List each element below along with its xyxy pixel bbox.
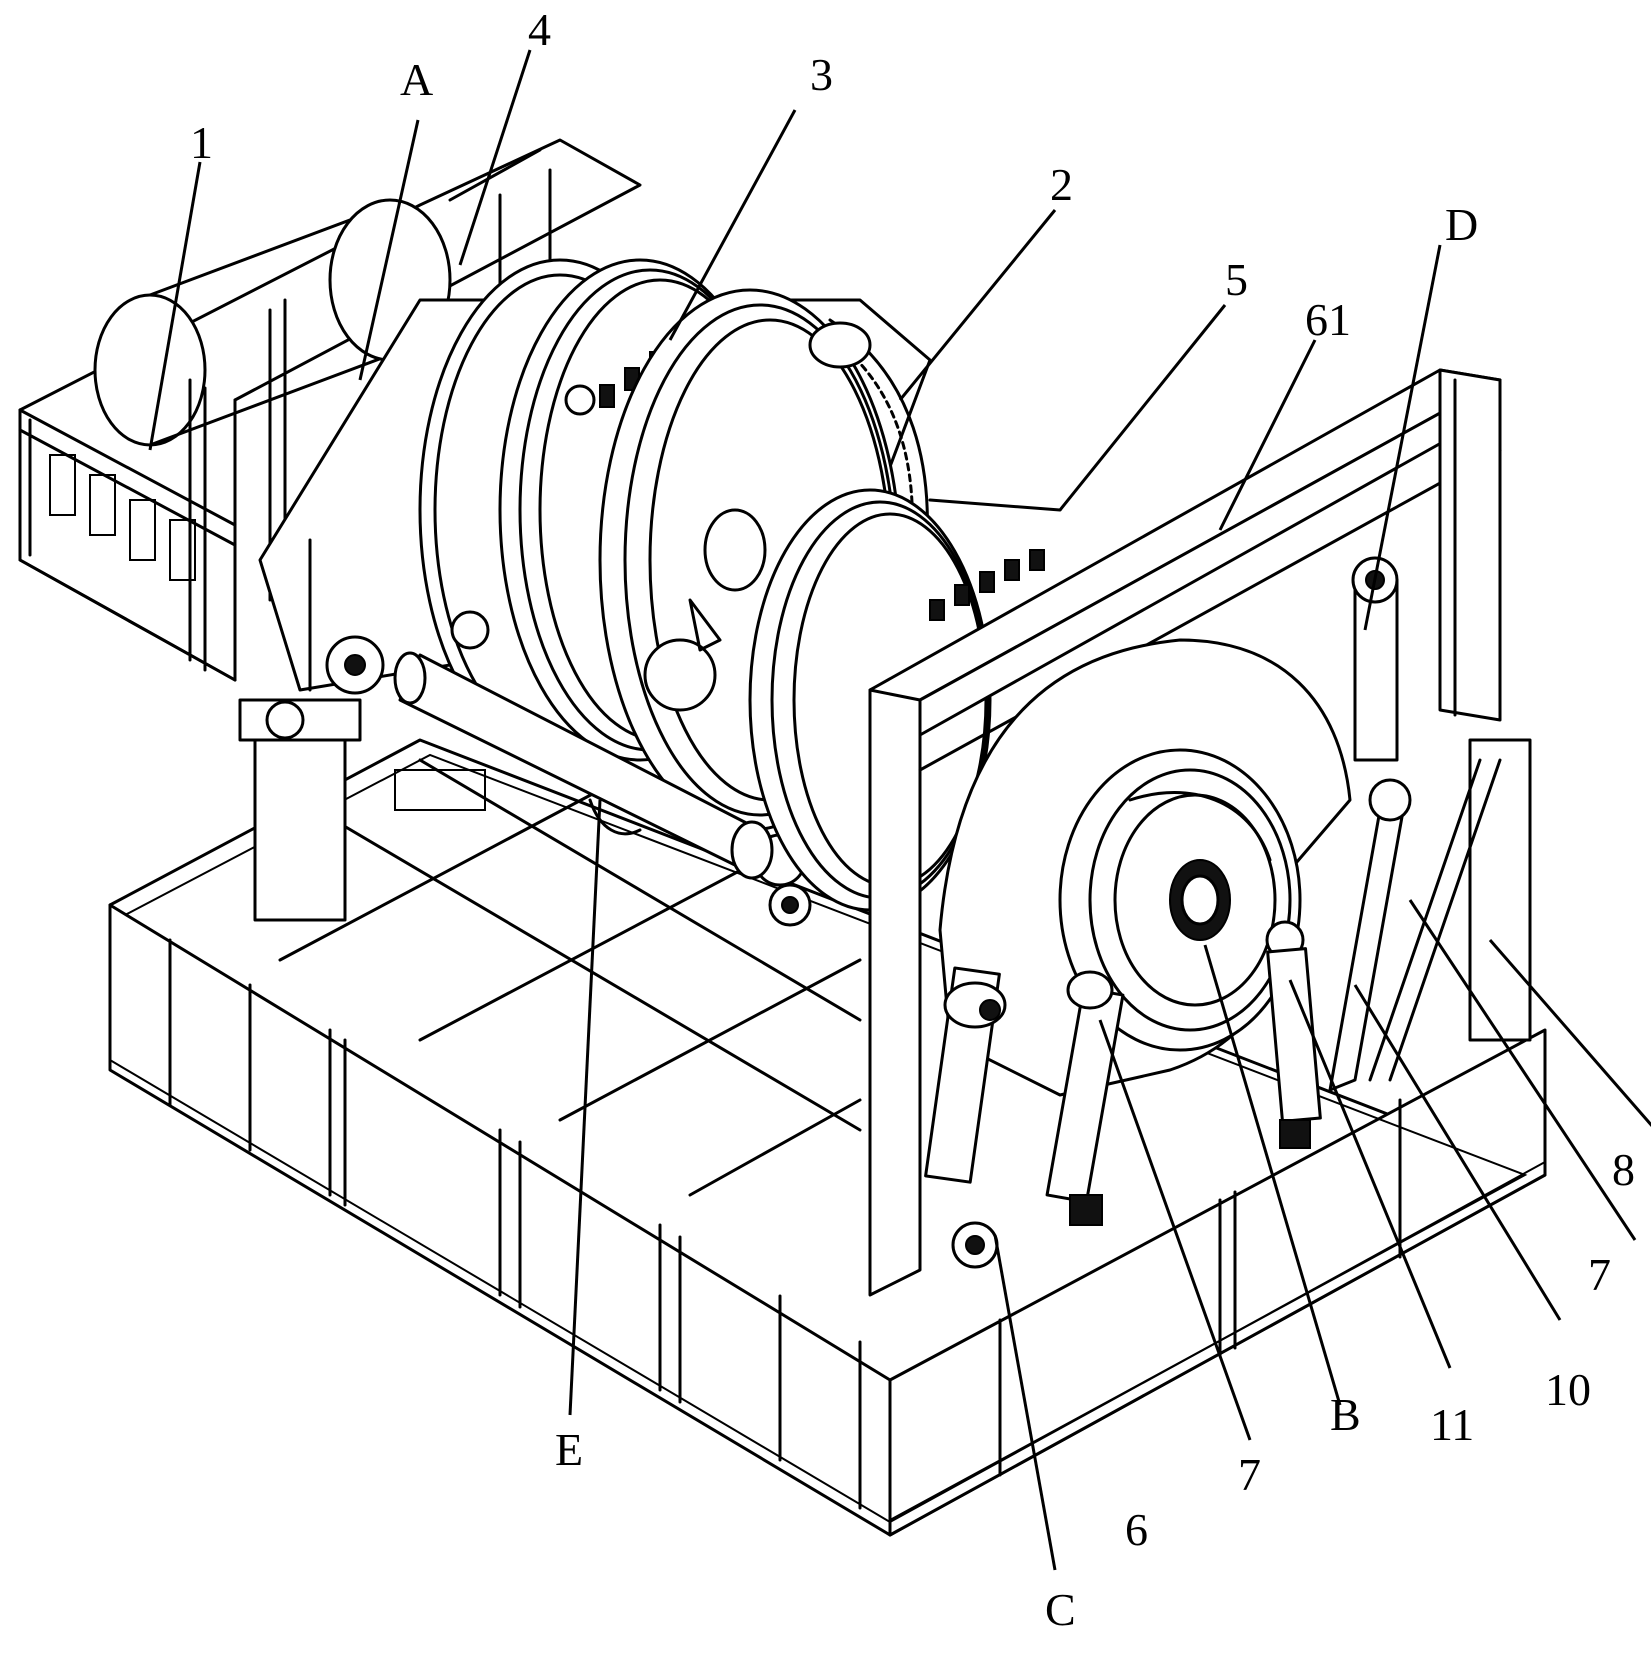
right-frame-61 [868, 368, 1532, 1297]
side-brake-housing [938, 638, 1352, 1097]
hydraulic-cylinders-7 [924, 556, 1412, 1269]
callout-labels: 1 A 4 3 2 5 61 D 8 7 10 11 B 7 6 C E [190, 4, 1635, 1635]
base-skid [108, 738, 1547, 1537]
label-10: 10 [1545, 1364, 1591, 1415]
label-1: 1 [190, 117, 213, 168]
label-5: 5 [1225, 254, 1248, 305]
label-3: 3 [810, 49, 833, 100]
label-B: B [1330, 1389, 1361, 1440]
drive-motor-frame [18, 138, 642, 682]
label-4: 4 [528, 4, 551, 55]
label-61: 61 [1305, 294, 1351, 345]
leader-lines [148, 49, 1651, 1571]
skid-left-panels [109, 938, 891, 1523]
skid-right-panels [889, 1098, 1546, 1523]
label-7-bottom: 7 [1238, 1449, 1261, 1500]
label-C: C [1045, 1584, 1076, 1635]
label-A: A [400, 54, 433, 105]
drum-5-bolts [929, 549, 1045, 621]
label-2: 2 [1050, 159, 1073, 210]
label-11: 11 [1430, 1399, 1474, 1450]
label-E: E [555, 1424, 583, 1475]
label-D: D [1445, 199, 1478, 250]
guide-roller-e [393, 651, 812, 927]
skid-floor-grid [278, 758, 862, 1197]
label-8: 8 [1612, 1144, 1635, 1195]
label-6: 6 [1125, 1504, 1148, 1555]
label-7-right: 7 [1588, 1249, 1611, 1300]
